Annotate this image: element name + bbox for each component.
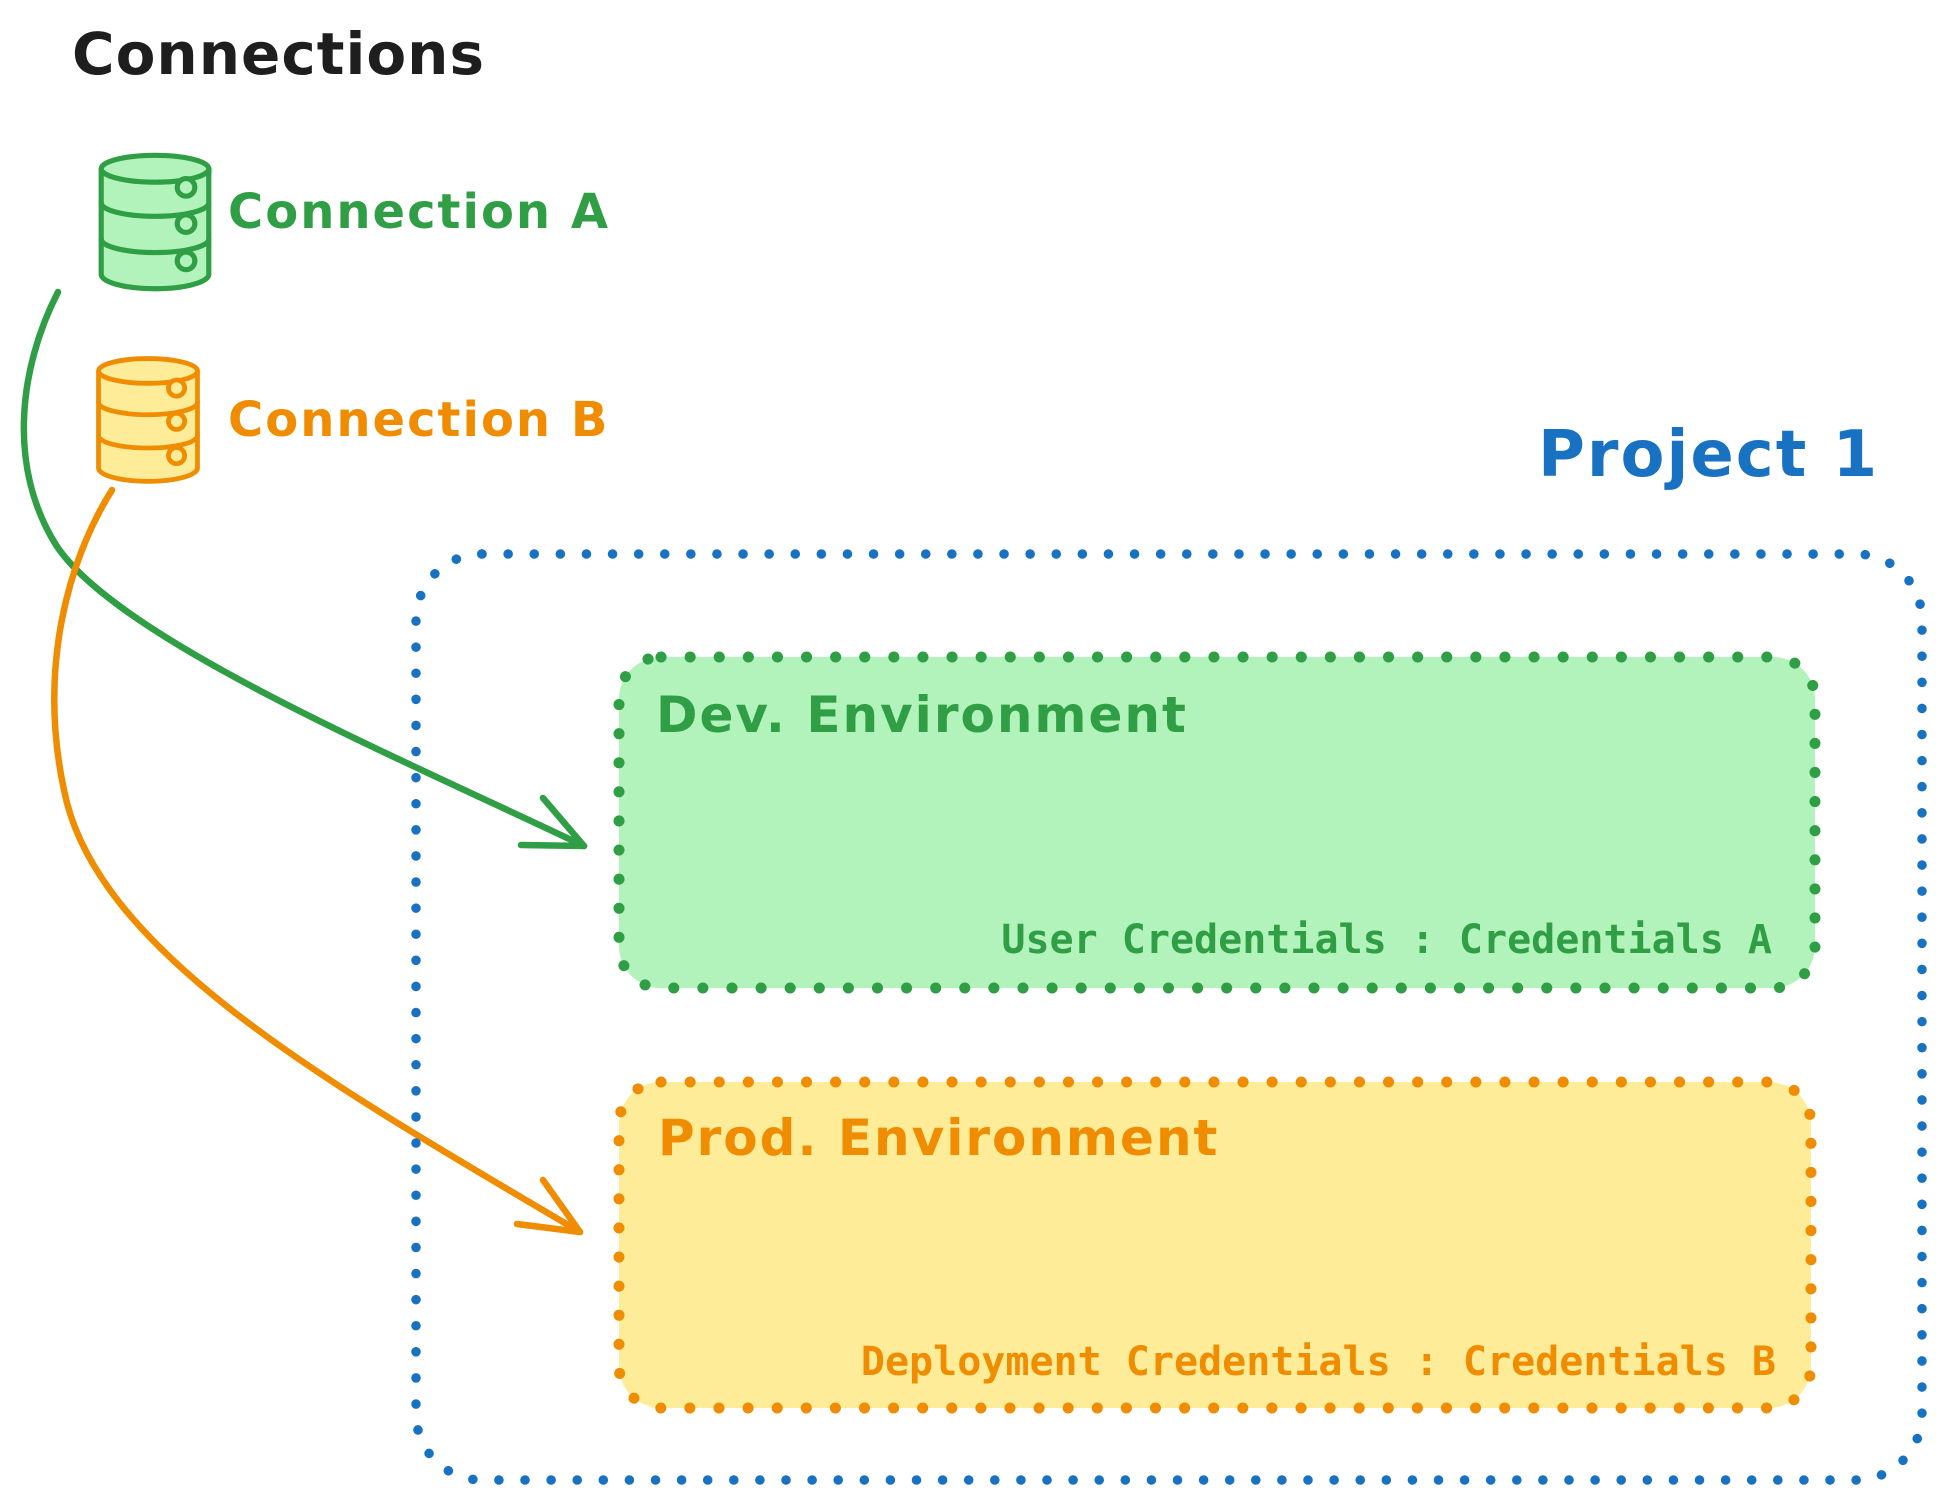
project-box-border	[411, 549, 1927, 1485]
connection-b-label: Connection B	[228, 392, 610, 448]
database-icon	[96, 356, 202, 484]
connection-b-item: Connection B	[90, 350, 607, 492]
dev-environment-box: Dev. Environment User Credentials : Cred…	[612, 650, 1822, 995]
prod-environment-title: Prod. Environment	[658, 1109, 1220, 1167]
dev-environment-credentials: User Credentials : Credentials A	[1001, 917, 1772, 963]
project-box	[410, 548, 1928, 1486]
project-title: Project 1	[1538, 418, 1880, 492]
connection-a-item: Connection A	[92, 146, 608, 300]
connection-a-label: Connection A	[228, 184, 610, 240]
prod-environment-box: Prod. Environment Deployment Credentials…	[612, 1075, 1818, 1415]
dev-environment-title: Dev. Environment	[656, 686, 1188, 744]
dev-environment-border	[613, 651, 1821, 994]
connections-title: Connections	[72, 20, 485, 88]
database-icon	[98, 152, 213, 292]
prod-environment-credentials: Deployment Credentials : Credentials B	[860, 1339, 1776, 1385]
prod-environment-border	[613, 1076, 1817, 1414]
